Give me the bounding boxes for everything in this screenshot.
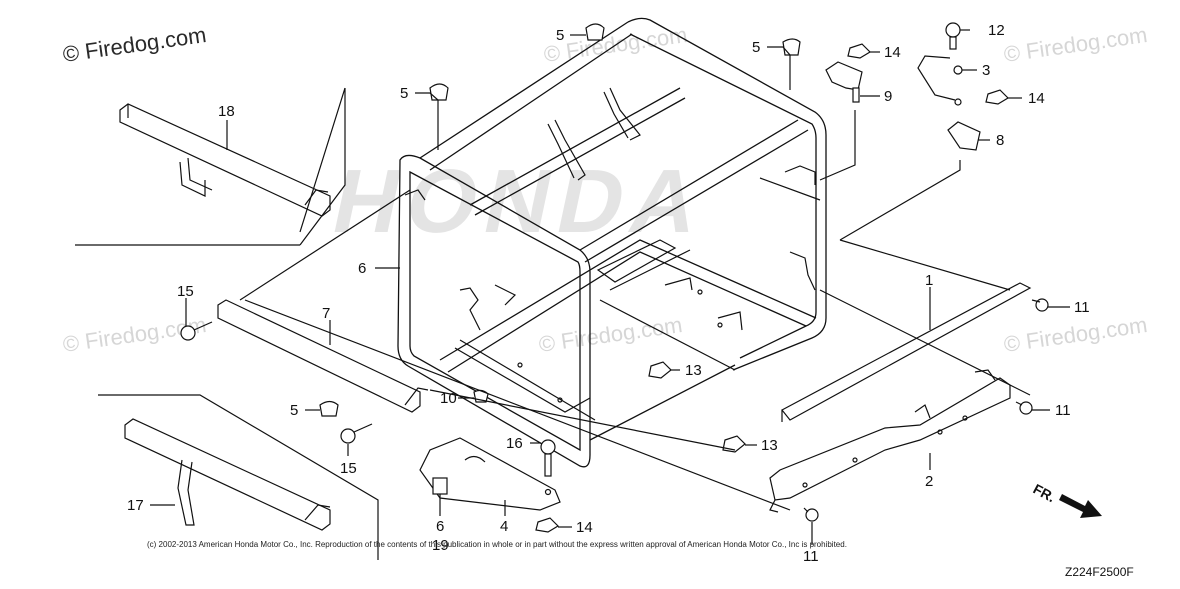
- callout-7: 7: [322, 305, 330, 322]
- callout-5-bottom: 5: [290, 402, 298, 419]
- callout-17: 17: [127, 497, 144, 514]
- diagram-code: Z224F2500F: [1065, 565, 1134, 579]
- callout-1: 1: [925, 272, 933, 289]
- callout-12: 12: [988, 22, 1005, 39]
- callout-11-right-mid: 11: [1055, 402, 1071, 419]
- watermark-mid-right: © Firedog.com: [1002, 312, 1149, 357]
- part-4-plate: [419, 437, 561, 511]
- part-7-rail: [217, 189, 429, 413]
- main-frame: [397, 17, 827, 468]
- callout-14-right: 14: [1028, 90, 1045, 107]
- callout-4: 4: [500, 518, 508, 535]
- callout-11-right-top: 11: [1074, 299, 1090, 316]
- part-18-rail: [75, 87, 346, 246]
- callout-5-left: 5: [400, 85, 408, 102]
- callout-3: 3: [982, 62, 990, 79]
- front-label: FR.: [1031, 481, 1058, 506]
- callout-14-bottom: 14: [576, 519, 593, 536]
- watermark-top-left: © Firedog.com: [61, 22, 208, 67]
- front-direction-marker: FR.: [1031, 481, 1102, 518]
- watermark-top-right: © Firedog.com: [1002, 22, 1149, 67]
- callout-15-left: 15: [177, 283, 194, 300]
- callout-13-center: 13: [685, 362, 702, 379]
- callout-5-top: 5: [556, 27, 564, 44]
- callout-2: 2: [925, 473, 933, 490]
- callout-19: 19: [432, 537, 449, 554]
- callout-15-bottom: 15: [340, 460, 357, 477]
- callout-18: 18: [218, 103, 235, 120]
- watermark-mid-center: © Firedog.com: [537, 312, 684, 357]
- leader-lines: [150, 29, 1070, 545]
- callout-5-top-right: 5: [752, 39, 760, 56]
- copyright-notice: (c) 2002-2013 American Honda Motor Co., …: [147, 540, 847, 549]
- callout-16: 16: [506, 435, 523, 452]
- part-1-rail: [781, 282, 1032, 422]
- callout-6-frame: 6: [358, 260, 366, 277]
- callout-14-top: 14: [884, 44, 901, 61]
- callout-9: 9: [884, 88, 892, 105]
- callouts: 5 5 5 12 14 3 9 14 8 18 6 1 15 7 11 13 1…: [127, 22, 1090, 565]
- hardware: [180, 22, 1049, 533]
- part-2-bracket: [769, 369, 1011, 513]
- front-arrow-icon: [1059, 494, 1102, 518]
- callout-13-lower: 13: [761, 437, 778, 454]
- callout-11-bottom: 11: [803, 548, 819, 565]
- callout-8: 8: [996, 132, 1004, 149]
- callout-6-spacer: 6: [436, 518, 444, 535]
- callout-10: 10: [440, 390, 457, 407]
- frame-emboss: HONDA: [324, 152, 715, 252]
- part-17-rail: [98, 394, 379, 560]
